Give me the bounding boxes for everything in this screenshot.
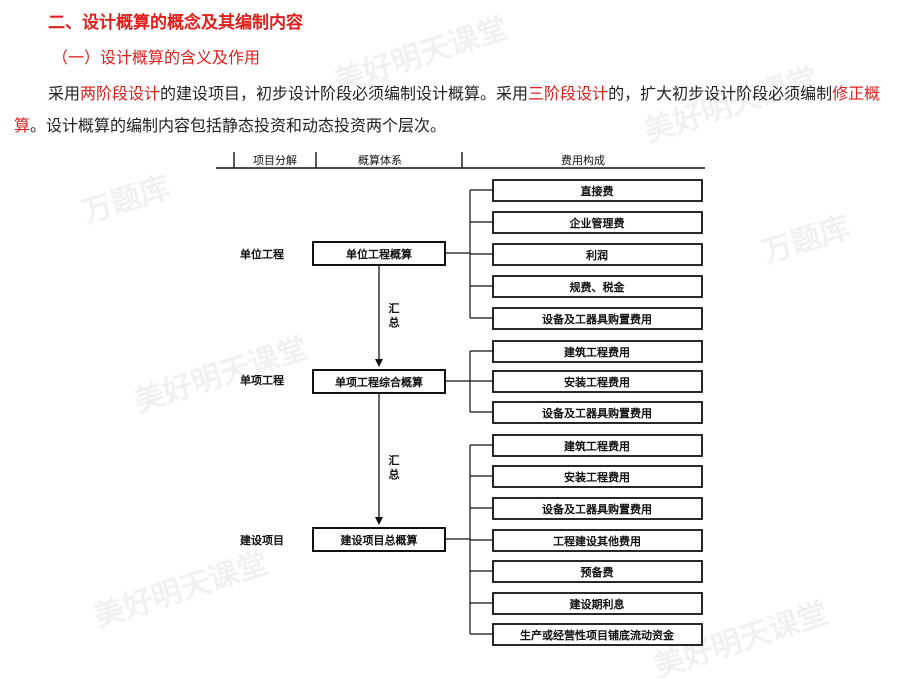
- cost-box: [492, 592, 703, 615]
- cost-item: 安装工程费用: [564, 470, 630, 484]
- paragraph-text: 采用: [48, 84, 81, 103]
- project-cost-connectors: [445, 444, 493, 635]
- level-unit-work: 单位工程: [240, 247, 284, 261]
- cost-box: [492, 560, 703, 583]
- project-cost-list: 建筑工程费用 安装工程费用 设备及工器具购置费用 工程建设其他费用 预备费 建设…: [492, 434, 703, 646]
- cost-item: 设备及工器具购置费用: [542, 502, 652, 516]
- cost-item: 设备及工器具购置费用: [542, 312, 652, 326]
- cost-item: 规费、税金: [570, 280, 626, 294]
- cost-item: 安装工程费用: [564, 375, 630, 389]
- estimate-construction-project: 建设项目总概算: [341, 533, 418, 547]
- header-estimate-system: 概算体系: [358, 153, 402, 167]
- cost-box: [492, 340, 703, 363]
- cost-box: [492, 243, 703, 266]
- cost-item: 工程建设其他费用: [553, 534, 641, 548]
- single-cost-connectors: [445, 350, 493, 413]
- estimate-structure-diagram: 项目分解 概算体系 费用构成 单位工程 单项工程 建设项目 单位工程概算 单项工…: [216, 152, 705, 646]
- cost-box: [492, 307, 703, 330]
- intro-paragraph: 采用两阶段设计的建设项目，初步设计阶段必须编制设计概算。采用三阶段设计的，扩大初…: [14, 78, 892, 142]
- header-item-breakdown: 项目分解: [253, 153, 297, 167]
- cost-item: 预备费: [581, 565, 614, 579]
- cost-box: [492, 275, 703, 298]
- header-cost-composition: 费用构成: [561, 153, 605, 167]
- cost-item: 利润: [586, 248, 608, 262]
- unit-cost-connectors: [445, 189, 493, 319]
- diagram-header: 项目分解 概算体系 费用构成: [216, 152, 705, 169]
- cost-box: [492, 211, 703, 234]
- cost-item: 直接费: [581, 184, 614, 198]
- cost-item: 建筑工程费用: [564, 439, 630, 453]
- cost-item: 建设期利息: [570, 597, 625, 611]
- highlight-two-stage-design: 两阶段设计: [80, 84, 161, 103]
- cost-box: [492, 623, 703, 646]
- level-construction-project: 建设项目: [240, 533, 284, 547]
- highlight-three-stage-design: 三阶段设计: [528, 84, 609, 103]
- estimate-single-work: 单项工程综合概算: [335, 375, 423, 389]
- summary-label: 汇总: [389, 302, 400, 329]
- cost-item: 生产或经营性项目铺底流动资金: [520, 628, 675, 642]
- level-single-work: 单项工程: [240, 373, 284, 387]
- cost-box: [492, 370, 703, 393]
- highlight-revised-estimate: 修正概算: [14, 84, 881, 135]
- cost-item: 企业管理费: [569, 216, 625, 230]
- section-title: 二、设计概算的概念及其编制内容: [48, 13, 303, 33]
- cost-box: [492, 465, 703, 488]
- estimate-unit-work: 单位工程概算: [346, 247, 412, 261]
- cost-item: 建筑工程费用: [564, 345, 630, 359]
- summary-label: 汇总: [389, 454, 400, 481]
- paragraph-text: 的建设项目，初步设计阶段必须编制设计概算。采用: [160, 84, 529, 103]
- cost-item: 设备及工器具购置费用: [542, 406, 652, 420]
- cost-box: [492, 529, 703, 552]
- single-cost-list: 建筑工程费用 安装工程费用 设备及工器具购置费用: [492, 340, 703, 424]
- paragraph-text: 的，扩大初步设计阶段必须编制: [608, 84, 833, 103]
- subsection-title: （一）设计概算的含义及作用: [52, 48, 261, 67]
- cost-box: [492, 434, 703, 457]
- cost-box: [492, 179, 703, 202]
- cost-box: [492, 401, 703, 424]
- paragraph-text: 。设计概算的编制内容包括静态投资和动态投资两个层次。: [30, 116, 447, 135]
- cost-box: [492, 497, 703, 520]
- unit-cost-list: 直接费 企业管理费 利润 规费、税金 设备及工器具购置费用: [492, 179, 703, 330]
